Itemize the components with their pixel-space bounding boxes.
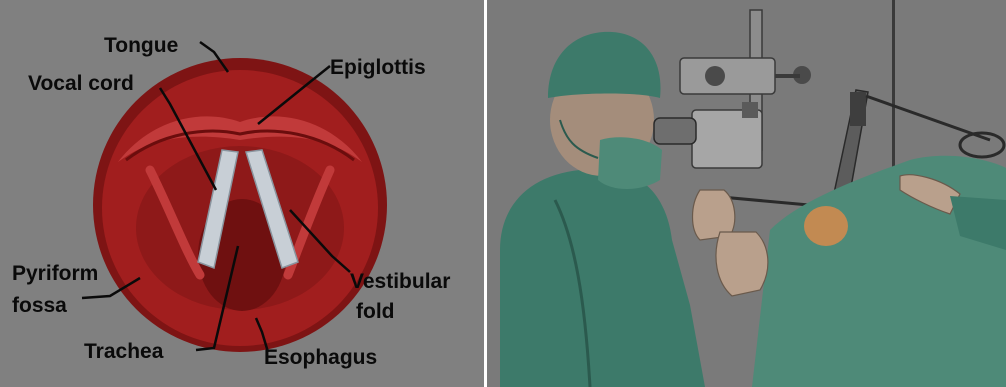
label-pyriform-fossa-line2: fossa [12, 294, 67, 317]
patient-mouth-area [804, 206, 848, 246]
microscope-head [680, 58, 775, 94]
surgery-illustration [487, 0, 1006, 387]
laryngoscope-handle [850, 92, 866, 126]
label-trachea: Trachea [84, 340, 164, 363]
microscope-eyepiece [654, 118, 696, 144]
label-epiglottis: Epiglottis [330, 56, 426, 79]
label-pyriform-fossa-line1: Pyriform [12, 262, 98, 285]
label-tongue: Tongue [104, 34, 178, 57]
larynx-diagram: Tongue Epiglottis Vocal cord Vestibular … [0, 0, 487, 387]
label-vestibular-fold-line1: Vestibular [350, 270, 450, 293]
surgical-mask [598, 137, 662, 189]
microscope-knob-left [705, 66, 725, 86]
label-esophagus: Esophagus [264, 346, 377, 369]
panel-divider [484, 0, 487, 387]
label-vocal-cord: Vocal cord [28, 72, 134, 95]
microscope-body [692, 110, 762, 168]
surgeon-right-hand [716, 232, 768, 296]
label-vestibular-fold-line2: fold [356, 300, 394, 323]
microscope-joint [742, 102, 758, 118]
